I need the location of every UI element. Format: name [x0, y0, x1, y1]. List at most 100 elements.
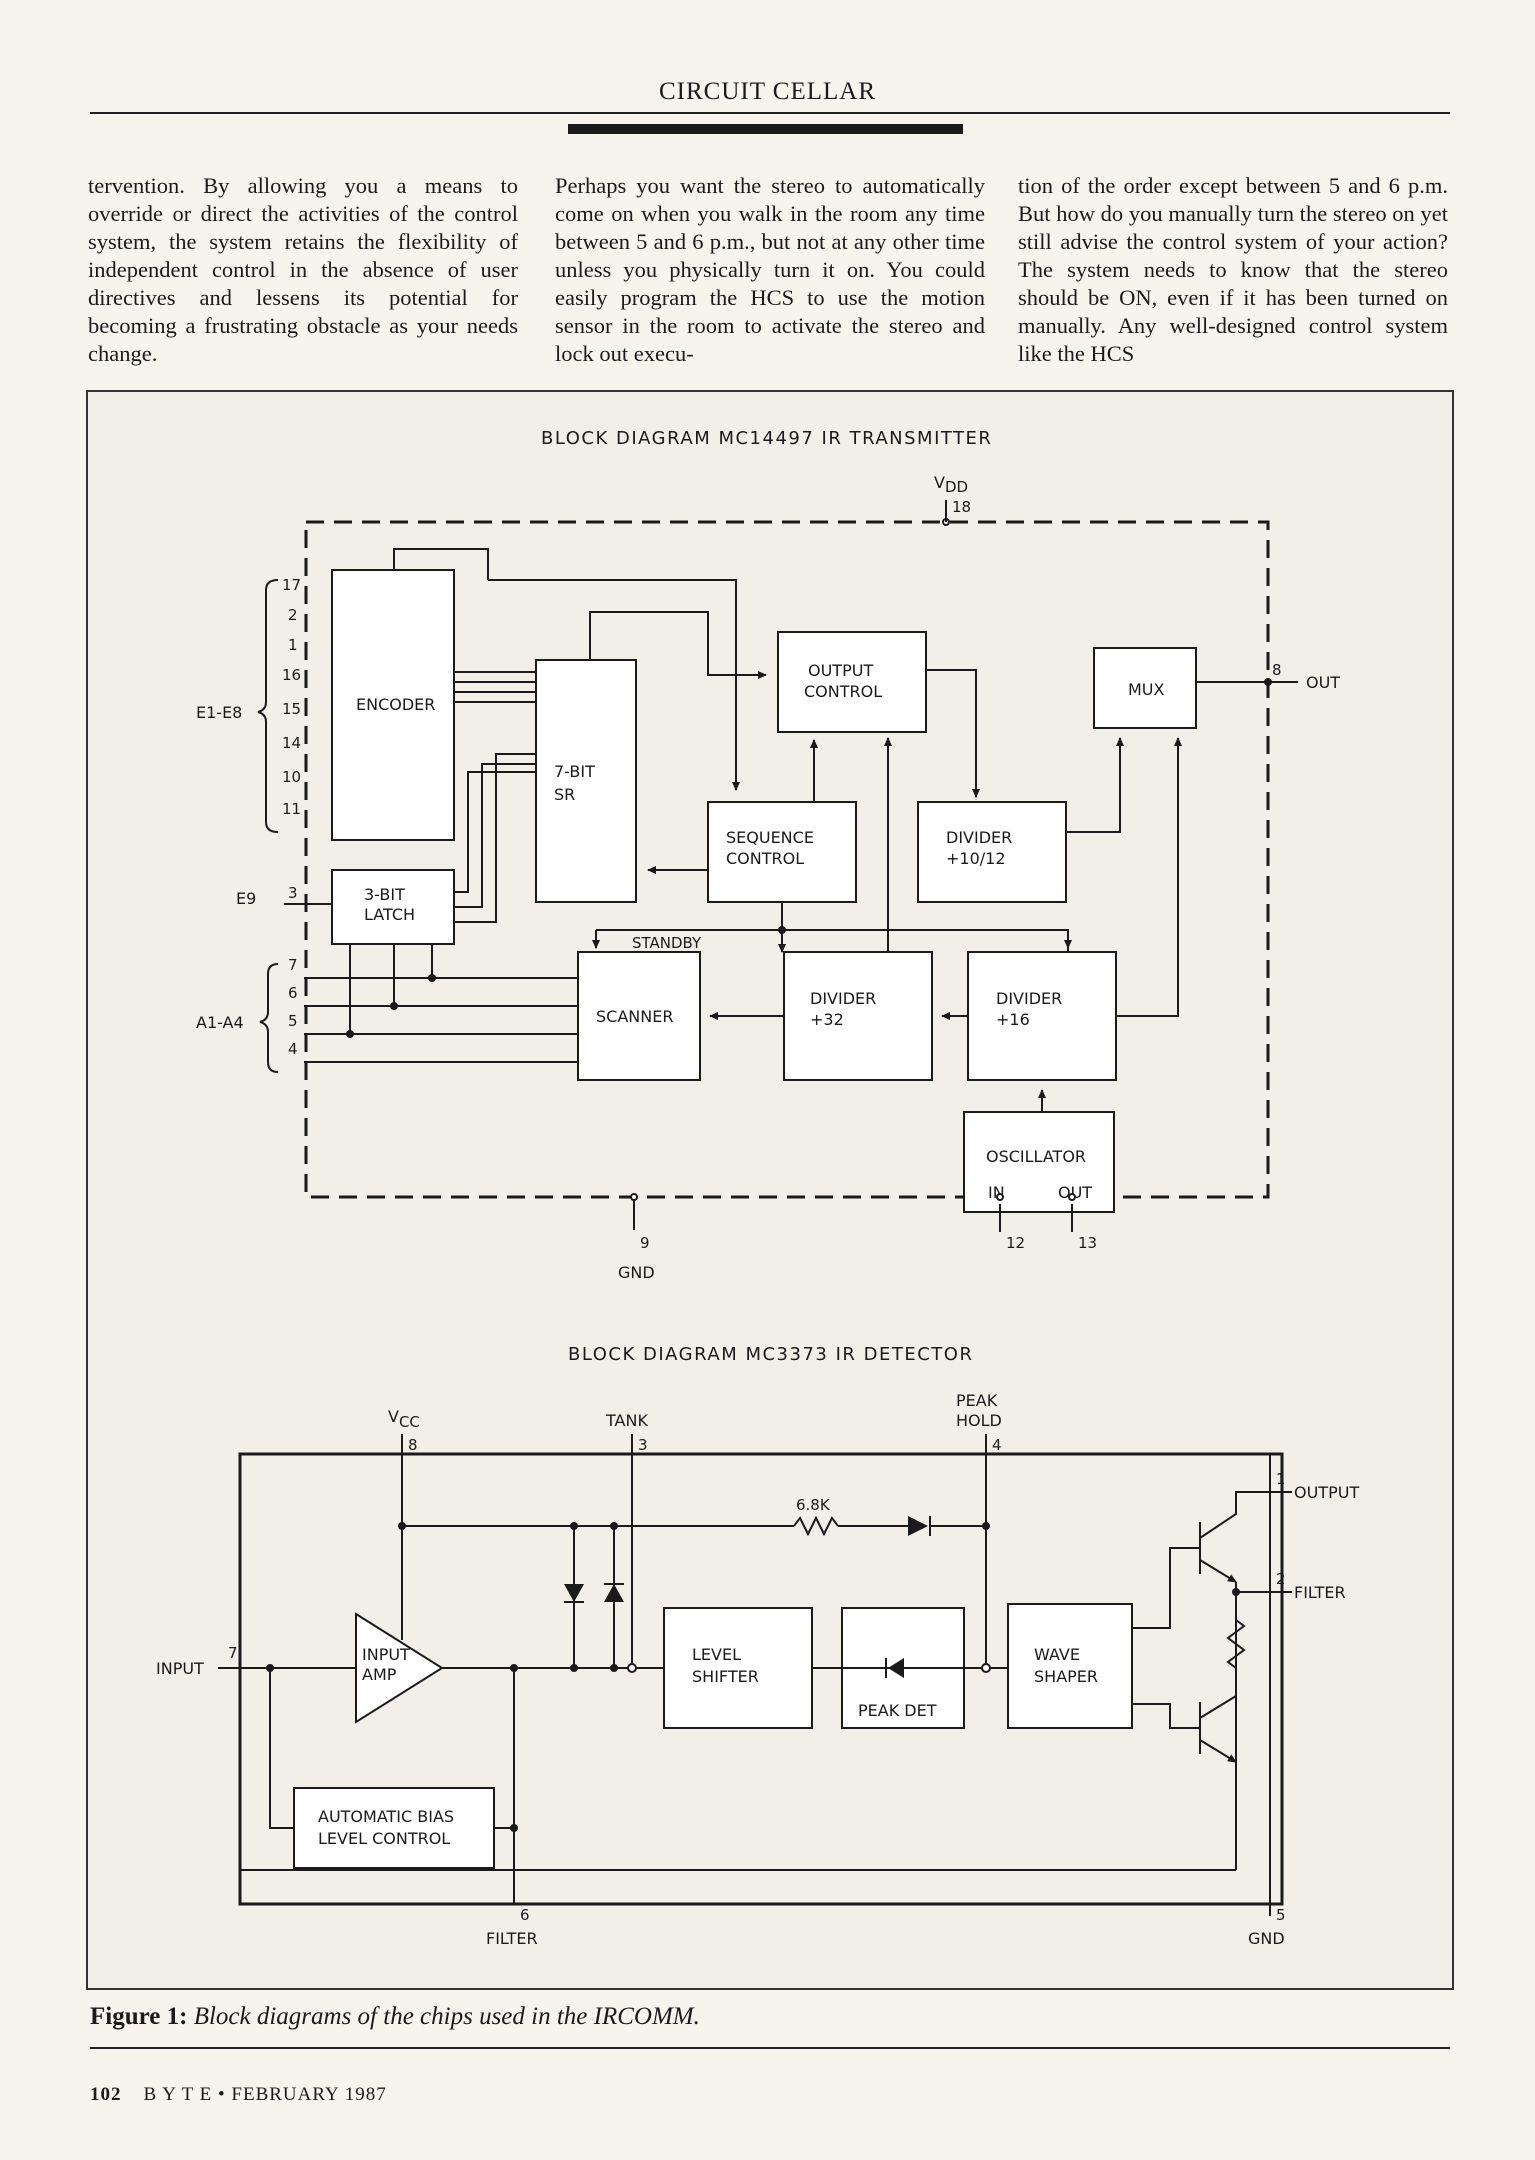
address-node-2	[390, 1002, 398, 1010]
scanner-block	[577, 951, 701, 1081]
transmitter-title: BLOCK DIAGRAM MC14497 IR TRANSMITTER	[541, 428, 992, 449]
q1-emitter	[1199, 1559, 1237, 1583]
caption-text: Block diagrams of the chips used in the …	[193, 2003, 700, 2030]
pin-e-5: 15	[282, 700, 301, 718]
out-pin-number: 8	[1272, 661, 1282, 679]
detector-package-outline	[238, 1452, 1284, 1906]
block-diagrams: BLOCK DIAGRAM MC14497 IR TRANSMITTER VDD…	[156, 428, 1359, 1948]
pin-e-7: 10	[282, 768, 301, 786]
output-control-label-2: CONTROL	[804, 682, 882, 701]
bias-control-label-2: LEVEL CONTROL	[318, 1829, 450, 1848]
sequence-control-label-1: SEQUENCE	[726, 828, 814, 847]
pin-a-3: 5	[288, 1012, 298, 1030]
latch-label-1: 3-BIT	[364, 885, 405, 904]
address-lines	[304, 977, 578, 1063]
article-column-1: tervention. By allowing you a means to o…	[88, 172, 518, 368]
pin-e9: 3	[288, 884, 298, 902]
address-node-3	[428, 974, 436, 982]
top-diode-icon	[908, 1516, 928, 1536]
article-column-3: tion of the order except between 5 and 6…	[1018, 172, 1448, 368]
peak-det-diode-icon	[888, 1658, 904, 1678]
footer-rule	[90, 2047, 1450, 2049]
input-amp-label-1: INPUT	[362, 1645, 410, 1664]
level-shifter-block	[663, 1607, 813, 1729]
pin-e-1: 17	[282, 576, 301, 594]
divider16-to-mux-arrow	[1116, 737, 1182, 1017]
divider-16-label-2: +16	[996, 1010, 1030, 1029]
oscillator-label: OSCILLATOR	[986, 1147, 1086, 1166]
divider-32-label-2: +32	[810, 1010, 844, 1029]
divider-10-12-label-1: DIVIDER	[946, 828, 1012, 847]
wave-shaper-label-2: SHAPER	[1034, 1667, 1098, 1686]
sequence-control-label-2: CONTROL	[726, 849, 804, 868]
gnd-label: GND	[618, 1263, 655, 1282]
e1-e8-brace	[257, 579, 279, 833]
tank-pin-number: 3	[638, 1436, 648, 1454]
pin-a-2: 6	[288, 984, 298, 1002]
sr-label-1: 7-BIT	[554, 762, 595, 781]
latch-label-2: LATCH	[364, 905, 415, 924]
e9-label: E9	[236, 889, 256, 908]
peak-hold-label-1: PEAK	[956, 1391, 998, 1410]
level-shifter-label-2: SHIFTER	[692, 1667, 759, 1686]
input-amp-label-2: AMP	[362, 1665, 397, 1684]
encoder-to-sequence-arrow	[488, 579, 740, 791]
shaper-to-q1-line	[1132, 1547, 1200, 1629]
divider-32-label-1: DIVIDER	[810, 989, 876, 1008]
signal-to-bias-line	[494, 1668, 515, 1829]
tank-label: TANK	[605, 1411, 648, 1430]
page-number: 102	[90, 2084, 122, 2105]
column-1-text: tervention. By allowing you a means to o…	[88, 173, 518, 366]
a1-a4-label: A1-A4	[196, 1013, 244, 1032]
address-node-1	[346, 1030, 354, 1038]
standby-label: STANDBY	[632, 934, 702, 952]
pin-e-4: 16	[282, 666, 301, 684]
figure-1: BLOCK DIAGRAM MC14497 IR TRANSMITTER VDD…	[86, 390, 1454, 1990]
header-rule	[90, 112, 1450, 114]
divider-32-block	[783, 951, 933, 1081]
detector-diagram: BLOCK DIAGRAM MC3373 IR DETECTOR VCC 8 T…	[156, 1344, 1359, 1948]
osc-in-pin-node	[996, 1193, 1004, 1201]
bias-control-label-1: AUTOMATIC BIAS	[318, 1807, 454, 1826]
input-pin-number: 7	[228, 1644, 238, 1662]
divider-10-12-label-2: +10/12	[946, 849, 1006, 868]
pin-e-2: 2	[288, 606, 298, 624]
divider-to-mux-arrow	[1066, 737, 1124, 833]
output-control-to-divider-arrow	[926, 669, 980, 798]
peak-hold-tap-node	[981, 1663, 991, 1673]
vdd-pin-node	[942, 518, 950, 526]
divider-16-label-1: DIVIDER	[996, 989, 1062, 1008]
level-shifter-label-1: LEVEL	[692, 1645, 741, 1664]
oscillator-block	[963, 1111, 1115, 1213]
osc-out-pin-number: 13	[1078, 1234, 1097, 1252]
q1-collector	[1199, 1491, 1270, 1539]
gnd-pin-number: 9	[640, 1234, 650, 1252]
filter-bottom-label: FILTER	[486, 1929, 538, 1948]
detector-title: BLOCK DIAGRAM MC3373 IR DETECTOR	[568, 1344, 973, 1365]
scanner-label: SCANNER	[596, 1007, 673, 1026]
article-column-2: Perhaps you want the stereo to automatic…	[555, 172, 985, 368]
output-control-label-1: OUTPUT	[808, 661, 873, 680]
gnd-label-2: GND	[1248, 1929, 1285, 1948]
pin-a-4: 4	[288, 1040, 298, 1058]
encoder-label: ENCODER	[356, 695, 435, 714]
shaper-to-q2-line	[1132, 1703, 1200, 1729]
signal-node-2	[570, 1664, 578, 1672]
gnd-pin-number-2: 5	[1276, 1906, 1286, 1924]
q2-emitter	[1199, 1739, 1237, 1763]
wave-shaper-label-1: WAVE	[1034, 1645, 1080, 1664]
sequence-control-block	[707, 801, 857, 903]
input-label: INPUT	[156, 1659, 204, 1678]
clamp-diode-1-icon	[564, 1584, 584, 1602]
vcc-pin-number: 8	[408, 1436, 418, 1454]
divider-16-block	[967, 951, 1117, 1081]
output-pin-number: 1	[1276, 1470, 1286, 1488]
e1-e8-label: E1-E8	[196, 703, 242, 722]
vcc-label: VCC	[388, 1407, 420, 1431]
publication-line: B Y T E • FEBRUARY 1987	[143, 2084, 387, 2105]
peak-hold-node	[982, 1522, 990, 1530]
filter-bottom-pin-number: 6	[520, 1906, 530, 1924]
transmitter-diagram: BLOCK DIAGRAM MC14497 IR TRANSMITTER VDD…	[196, 428, 1340, 1282]
transmitter-package-outline	[304, 520, 1270, 1199]
header-bar	[568, 124, 963, 134]
